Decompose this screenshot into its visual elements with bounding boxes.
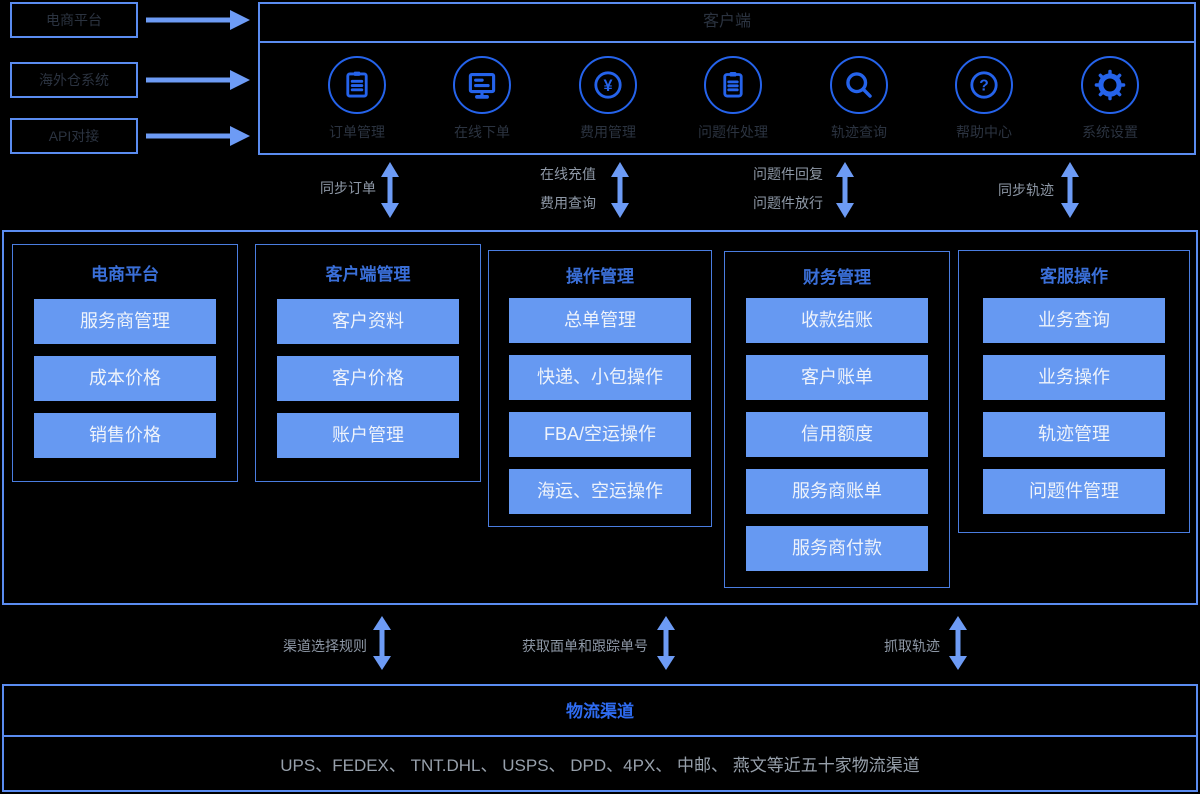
- module-title: 客服操作: [1040, 267, 1108, 286]
- header-feature-track-search: 轨迹查询: [830, 56, 888, 142]
- logistics-channels-panel: 物流渠道 UPS、FEDEX、 TNT.DHL、 USPS、 DPD、4PX、 …: [2, 684, 1198, 792]
- header-feature-fees: ¥ 费用管理: [579, 56, 637, 142]
- header-feature-online-order: 在线下单: [453, 56, 511, 142]
- icon-label: 轨迹查询: [831, 124, 887, 140]
- sync-label-problem-release: 问题件放行: [753, 195, 823, 211]
- right-arrow-icon: [146, 70, 250, 90]
- right-arrow-icon: [146, 126, 250, 146]
- double-arrow-icon: [836, 162, 854, 218]
- module-item: 快递、小包操作: [509, 355, 691, 400]
- double-arrow-icon: [1061, 162, 1079, 218]
- sync-label-fetch-track: 抓取轨迹: [884, 638, 940, 654]
- module-item: 客户资料: [277, 299, 459, 344]
- logistics-channels-list: UPS、FEDEX、 TNT.DHL、 USPS、 DPD、4PX、 中邮、 燕…: [280, 756, 920, 775]
- client-panel-title: 客户端: [702, 13, 751, 30]
- module-item: 问题件管理: [983, 469, 1165, 514]
- module-item: 服务商付款: [746, 526, 928, 571]
- module-finance-management: 财务管理 收款结账 客户账单 信用额度 服务商账单 服务商付款: [724, 251, 950, 588]
- icon-label: 问题件处理: [698, 124, 768, 140]
- module-item: 信用额度: [746, 412, 928, 457]
- sync-label-channel-rules: 渠道选择规则: [283, 638, 367, 654]
- module-item: 海运、空运操作: [509, 469, 691, 514]
- module-item: 服务商账单: [746, 469, 928, 514]
- logistics-channels-title: 物流渠道: [4, 686, 1196, 737]
- search-icon: [830, 56, 888, 114]
- module-item: FBA/空运操作: [509, 412, 691, 457]
- order-list-icon: [328, 56, 386, 114]
- double-arrow-icon: [373, 616, 391, 670]
- sync-label-get-labels: 获取面单和跟踪单号: [522, 638, 648, 654]
- module-title: 客户端管理: [325, 264, 411, 284]
- module-item: 轨迹管理: [983, 412, 1165, 457]
- module-item: 成本价格: [34, 356, 216, 401]
- source-box-2: 海外仓系统: [10, 62, 138, 98]
- sync-label-orders: 同步订单: [320, 180, 376, 196]
- monitor-icon: [453, 56, 511, 114]
- yen-coin-icon: ¥: [579, 56, 637, 114]
- source-box-2-label: 海外仓系统: [39, 72, 109, 88]
- icon-label: 帮助中心: [956, 124, 1012, 140]
- module-item: 业务查询: [983, 298, 1165, 343]
- system-panel: [2, 230, 1198, 605]
- header-feature-order: 订单管理: [328, 56, 386, 142]
- source-box-3: API对接: [10, 118, 138, 154]
- source-box-1: 电商平台: [10, 2, 138, 38]
- module-item: 收款结账: [746, 298, 928, 343]
- module-title: 操作管理: [566, 267, 634, 286]
- double-arrow-icon: [657, 616, 675, 670]
- module-item: 客户账单: [746, 355, 928, 400]
- sync-label-recharge: 在线充值: [540, 166, 596, 182]
- module-item: 销售价格: [34, 413, 216, 458]
- header-feature-help: ? 帮助中心: [955, 56, 1013, 142]
- module-item: 业务操作: [983, 355, 1165, 400]
- source-box-3-label: API对接: [48, 128, 100, 144]
- help-icon: ?: [955, 56, 1013, 114]
- icon-label: 订单管理: [329, 124, 385, 140]
- double-arrow-icon: [381, 162, 399, 218]
- sync-label-fee-query: 费用查询: [540, 195, 596, 211]
- clipboard-icon: [704, 56, 762, 114]
- double-arrow-icon: [949, 616, 967, 670]
- module-ecommerce-platform: 电商平台 服务商管理 成本价格 销售价格: [12, 244, 238, 482]
- icon-label: 系统设置: [1082, 124, 1138, 140]
- sync-label-problem-reply: 问题件回复: [753, 166, 823, 182]
- module-item: 客户价格: [277, 356, 459, 401]
- module-client-management: 客户端管理 客户资料 客户价格 账户管理: [255, 244, 481, 482]
- right-arrow-icon: [146, 10, 250, 30]
- module-item: 总单管理: [509, 298, 691, 343]
- sync-label-track: 同步轨迹: [998, 182, 1054, 198]
- source-box-1-label: 电商平台: [46, 12, 102, 28]
- client-panel: 客户端 订单管理 在线下单: [258, 2, 1196, 155]
- header-divider: [260, 41, 1194, 43]
- module-title: 电商平台: [91, 264, 159, 284]
- module-operation-management: 操作管理 总单管理 快递、小包操作 FBA/空运操作 海运、空运操作: [488, 250, 712, 527]
- module-customer-service: 客服操作 业务查询 业务操作 轨迹管理 问题件管理: [958, 250, 1190, 533]
- header-feature-settings: 系统设置: [1081, 56, 1139, 142]
- svg-text:?: ?: [979, 78, 989, 95]
- double-arrow-icon: [611, 162, 629, 218]
- svg-text:¥: ¥: [603, 77, 612, 95]
- module-title: 财务管理: [803, 267, 871, 287]
- icon-label: 在线下单: [454, 124, 510, 140]
- header-feature-problem: 问题件处理: [698, 56, 768, 142]
- module-item: 服务商管理: [34, 299, 216, 344]
- gear-icon: [1081, 56, 1139, 114]
- module-item: 账户管理: [277, 413, 459, 458]
- icon-label: 费用管理: [580, 124, 636, 140]
